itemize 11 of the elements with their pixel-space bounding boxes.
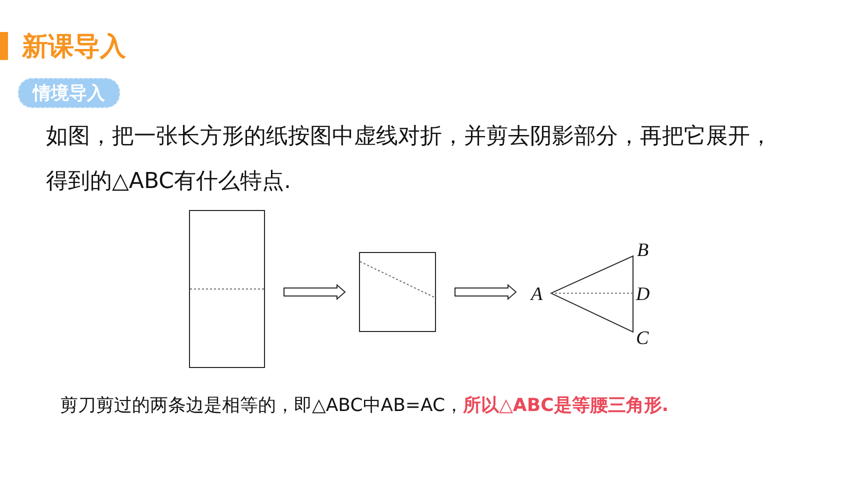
- vertex-label: D: [636, 284, 650, 306]
- section-tag: 情境导入: [18, 78, 120, 108]
- vertex-label: C: [636, 328, 649, 350]
- conclusion-text: 所以△ABC是等腰三角形.: [463, 394, 669, 417]
- hollow-arrow: [284, 284, 346, 300]
- section-title: 新课导入: [22, 31, 126, 64]
- hollow-arrow: [454, 284, 517, 300]
- answer-text: 剪刀剪过的两条边是相等的，即△ABC中AB=AC，: [60, 394, 464, 417]
- question-text: 如图，把一张长方形的纸按图中虚线对折，并剪去阴影部分，再把它展开，得到的△ABC有什么特点.: [46, 123, 773, 196]
- vertex-label: A: [531, 284, 543, 306]
- vertex-label: B: [637, 240, 649, 262]
